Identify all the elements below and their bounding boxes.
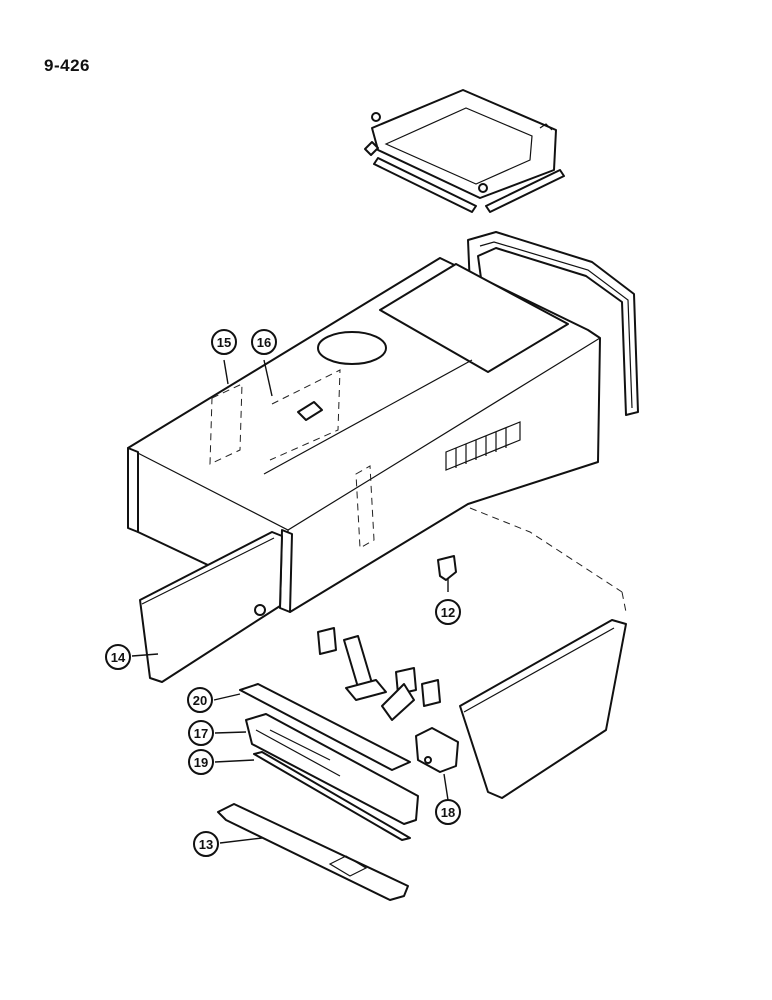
support-channel-17 xyxy=(245,713,419,825)
callout-19-label: 19 xyxy=(194,755,208,770)
callout-15: 15 xyxy=(211,329,237,355)
callout-12: 12 xyxy=(435,599,461,625)
callout-20: 20 xyxy=(187,687,213,713)
callout-16: 16 xyxy=(251,329,277,355)
right-side-panel xyxy=(459,619,627,799)
lower-bar-13 xyxy=(217,803,409,901)
callout-18: 18 xyxy=(435,799,461,825)
callout-13: 13 xyxy=(193,831,219,857)
mount-bracket-18 xyxy=(415,727,459,773)
page-number: 9-426 xyxy=(44,56,90,75)
callout-12-label: 12 xyxy=(441,605,455,620)
callout-17: 17 xyxy=(188,720,214,746)
leader-lines xyxy=(131,359,449,844)
callout-20-label: 20 xyxy=(193,693,207,708)
callout-18-label: 18 xyxy=(441,805,455,820)
left-side-panel xyxy=(139,531,283,683)
callout-15-label: 15 xyxy=(217,335,231,350)
strip-19 xyxy=(253,751,411,841)
mounting-brackets xyxy=(317,627,441,721)
bracket-12 xyxy=(437,555,457,581)
callout-14-label: 14 xyxy=(111,650,126,665)
callout-17-label: 17 xyxy=(194,726,208,741)
top-cover-plate xyxy=(371,89,557,199)
pad-20 xyxy=(239,683,411,771)
cover-seal-strips xyxy=(364,141,565,213)
callout-14: 14 xyxy=(105,644,131,670)
callout-16-label: 16 xyxy=(257,335,271,350)
hood-body xyxy=(127,257,627,613)
callout-13-label: 13 xyxy=(199,837,213,852)
callout-19: 19 xyxy=(188,749,214,775)
